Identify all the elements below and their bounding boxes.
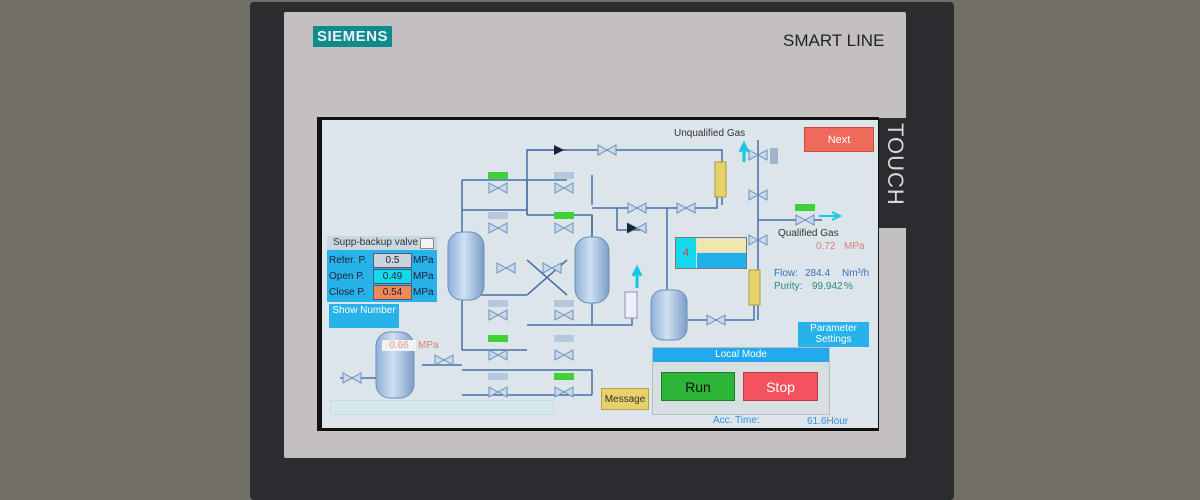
step-bar-top bbox=[697, 239, 746, 252]
acc-time-value: 61.6Hour bbox=[807, 416, 849, 427]
purity-value: 99.942 bbox=[812, 281, 843, 292]
buffer-tank bbox=[650, 289, 688, 341]
flow-value: 284.4 bbox=[805, 268, 831, 279]
step-number: 4 bbox=[676, 238, 696, 268]
check-valve-icon bbox=[554, 145, 564, 155]
acc-time-label: Acc. Time: bbox=[713, 415, 760, 426]
open-pressure-value[interactable]: 0.49 bbox=[373, 269, 412, 284]
vent-arrow-icon bbox=[631, 264, 643, 288]
stop-button[interactable]: Stop bbox=[743, 372, 818, 401]
flow-label: Flow: bbox=[774, 268, 798, 279]
tank-pressure-value: 0.66 bbox=[382, 340, 416, 351]
open-pressure-unit: MPa bbox=[413, 271, 434, 282]
purity-unit: % bbox=[844, 281, 853, 292]
flow-unit: Nm³/h bbox=[842, 268, 870, 279]
flowmeter-icon bbox=[714, 161, 727, 198]
hmi-screen: Next Unqualified Gas Qualified Gas 0.72 … bbox=[322, 120, 878, 428]
siemens-logo: SIEMENS bbox=[313, 26, 392, 47]
refer-pressure-label: Refer. P. bbox=[329, 255, 367, 266]
qualified-gas-arrow-icon bbox=[819, 211, 843, 221]
qualified-pressure-value: 0.72 bbox=[816, 241, 836, 252]
adsorber-tank-right bbox=[574, 236, 610, 304]
purity-label: Purity: bbox=[774, 281, 803, 292]
close-pressure-label: Close P. bbox=[329, 287, 366, 298]
supp-title-text: Supp-backup valve bbox=[333, 237, 419, 248]
silencer-icon bbox=[624, 291, 638, 319]
step-indicator: 4 bbox=[675, 237, 747, 269]
qualified-gas-label: Qualified Gas bbox=[778, 228, 839, 239]
step-bar-bottom bbox=[697, 253, 746, 268]
supp-backup-valve-panel: Supp-backup valve Refer. P. 0.5 MPa Open… bbox=[327, 236, 437, 302]
tank-pressure-unit: MPa bbox=[418, 340, 439, 351]
message-button[interactable]: Message bbox=[601, 388, 649, 410]
pid-diagram bbox=[340, 140, 843, 399]
unqualified-gas-arrow-icon bbox=[738, 140, 750, 162]
next-button[interactable]: Next bbox=[804, 127, 874, 152]
touch-label: TOUCH bbox=[883, 123, 908, 206]
adsorber-tank-left bbox=[447, 231, 485, 301]
open-pressure-label: Open P. bbox=[329, 271, 365, 282]
show-number-button[interactable]: Show Number bbox=[329, 304, 399, 328]
parameter-settings-button[interactable]: Parameter Settings bbox=[798, 322, 869, 347]
supp-backup-checkbox[interactable] bbox=[420, 238, 434, 249]
close-pressure-unit: MPa bbox=[413, 287, 434, 298]
flowmeter-icon bbox=[748, 269, 761, 306]
refer-pressure-value[interactable]: 0.5 bbox=[373, 253, 412, 268]
status-strip bbox=[330, 400, 554, 415]
supp-backup-valve-title: Supp-backup valve bbox=[327, 236, 437, 250]
run-button[interactable]: Run bbox=[661, 372, 735, 401]
unqualified-gas-label: Unqualified Gas bbox=[674, 128, 746, 139]
model-line-label: SMART LINE bbox=[783, 31, 885, 50]
refer-pressure-unit: MPa bbox=[413, 255, 434, 266]
close-pressure-row: Close P. 0.54 MPa bbox=[329, 285, 437, 300]
qualified-pressure-unit: MPa bbox=[844, 241, 865, 252]
refer-pressure-row: Refer. P. 0.5 MPa bbox=[329, 253, 437, 268]
open-pressure-row: Open P. 0.49 MPa bbox=[329, 269, 437, 284]
touch-strip bbox=[878, 118, 908, 228]
check-valve-icon bbox=[627, 223, 637, 233]
close-pressure-value[interactable]: 0.54 bbox=[373, 285, 412, 300]
local-mode-panel: Local Mode Run Stop bbox=[652, 347, 830, 415]
valve-actuators bbox=[488, 148, 815, 380]
local-mode-title: Local Mode bbox=[653, 348, 829, 362]
